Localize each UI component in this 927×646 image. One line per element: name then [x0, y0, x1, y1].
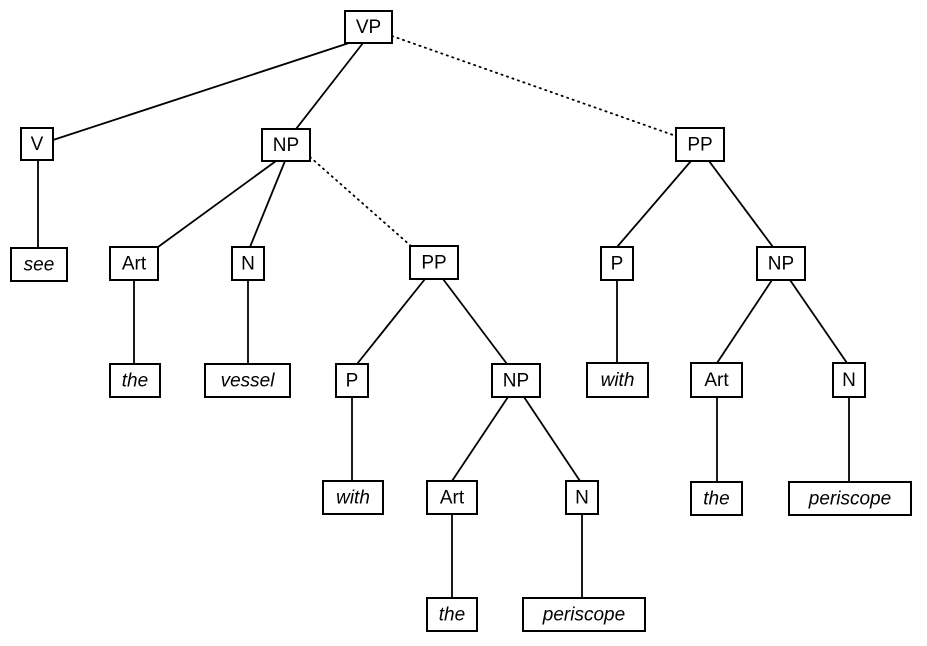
- node-box-see: [10, 247, 68, 282]
- node-box-np1: [261, 128, 311, 162]
- node-box-peri_right: [788, 481, 912, 516]
- tree-node-n_mid[interactable]: N: [565, 480, 599, 515]
- tree-edge-vp-to-np1: [295, 42, 364, 130]
- tree-edge-pp_mid-to-np_mid: [442, 278, 508, 365]
- node-box-peri_mid: [522, 597, 646, 632]
- tree-node-art1[interactable]: Art: [109, 246, 159, 281]
- node-label-n_mid: N: [575, 488, 589, 509]
- node-label-art1: Art: [122, 254, 147, 275]
- node-label-with_mid: with: [336, 488, 370, 509]
- node-box-np_right: [756, 246, 806, 281]
- node-label-np_right: NP: [768, 254, 794, 275]
- tree-edge-vp-to-pp_right: [391, 35, 677, 137]
- edge-layer: [37, 35, 850, 598]
- node-label-see: see: [24, 255, 55, 276]
- tree-node-the1[interactable]: the: [109, 363, 161, 398]
- tree-node-art_right[interactable]: Art: [690, 362, 743, 398]
- node-box-vp: [344, 10, 393, 44]
- node-label-with_right: with: [601, 370, 635, 391]
- tree-edge-pp_right-to-p_right: [616, 160, 692, 248]
- tree-node-the_right[interactable]: the: [690, 481, 743, 516]
- node-label-art_right: Art: [704, 370, 729, 391]
- tree-node-n1[interactable]: N: [231, 246, 265, 281]
- node-box-n1: [231, 246, 265, 281]
- tree-node-v[interactable]: V: [20, 127, 54, 161]
- node-label-n1: N: [241, 254, 255, 275]
- node-box-the1: [109, 363, 161, 398]
- tree-edge-np_mid-to-art_mid: [451, 396, 509, 482]
- tree-edge-vp-to-v: [52, 42, 350, 141]
- node-label-the1: the: [122, 371, 148, 392]
- node-label-np_mid: NP: [503, 371, 529, 392]
- node-box-p_mid: [335, 363, 369, 398]
- node-box-the_mid: [426, 597, 478, 632]
- node-box-np_mid: [491, 363, 541, 398]
- node-layer: VPVseeNPArttheNvesselPPPwithNPArttheNper…: [10, 10, 912, 632]
- node-box-vessel: [204, 363, 291, 398]
- tree-node-peri_right[interactable]: periscope: [788, 481, 912, 516]
- tree-node-np_mid[interactable]: NP: [491, 363, 541, 398]
- tree-edge-pp_right-to-np_right: [708, 160, 774, 248]
- node-label-v: V: [31, 134, 44, 155]
- node-label-peri_right: periscope: [808, 489, 891, 510]
- tree-edge-np_right-to-n_right: [789, 279, 848, 364]
- tree-edge-np1-to-art1: [157, 160, 277, 248]
- tree-node-pp_right[interactable]: PP: [675, 127, 725, 162]
- node-box-the_right: [690, 481, 743, 516]
- node-label-np1: NP: [273, 135, 299, 156]
- tree-node-see[interactable]: see: [10, 247, 68, 282]
- tree-node-with_right[interactable]: with: [586, 362, 649, 398]
- tree-node-pp_mid[interactable]: PP: [409, 245, 459, 280]
- node-label-vp: VP: [356, 17, 381, 38]
- tree-edge-np_mid-to-n_mid: [523, 396, 581, 482]
- node-label-p_mid: P: [346, 371, 359, 392]
- tree-node-n_right[interactable]: N: [832, 362, 866, 398]
- node-label-art_mid: Art: [440, 488, 465, 509]
- tree-node-with_mid[interactable]: with: [322, 480, 384, 515]
- tree-node-p_mid[interactable]: P: [335, 363, 369, 398]
- tree-node-peri_mid[interactable]: periscope: [522, 597, 646, 632]
- node-label-the_right: the: [703, 489, 729, 510]
- node-label-vessel: vessel: [221, 371, 276, 392]
- node-label-pp_right: PP: [687, 135, 712, 156]
- tree-edge-np1-to-pp_mid: [309, 156, 412, 247]
- tree-node-art_mid[interactable]: Art: [426, 480, 478, 515]
- node-box-n_mid: [565, 480, 599, 515]
- tree-edge-pp_mid-to-p_mid: [356, 278, 426, 365]
- tree-node-np1[interactable]: NP: [261, 128, 311, 162]
- tree-node-p_right[interactable]: P: [600, 246, 634, 281]
- node-box-p_right: [600, 246, 634, 281]
- node-box-art1: [109, 246, 159, 281]
- tree-node-vp[interactable]: VP: [344, 10, 393, 44]
- node-label-n_right: N: [842, 370, 856, 391]
- node-box-pp_right: [675, 127, 725, 162]
- node-box-pp_mid: [409, 245, 459, 280]
- tree-node-the_mid[interactable]: the: [426, 597, 478, 632]
- tree-node-vessel[interactable]: vessel: [204, 363, 291, 398]
- node-box-art_mid: [426, 480, 478, 515]
- tree-node-np_right[interactable]: NP: [756, 246, 806, 281]
- node-label-the_mid: the: [439, 605, 465, 626]
- tree-edge-np_right-to-art_right: [716, 279, 773, 364]
- node-box-art_right: [690, 362, 743, 398]
- tree-edge-np1-to-n1: [249, 160, 286, 248]
- node-label-peri_mid: periscope: [542, 605, 625, 626]
- node-label-pp_mid: PP: [421, 253, 446, 274]
- node-box-n_right: [832, 362, 866, 398]
- node-label-p_right: P: [611, 254, 624, 275]
- node-box-v: [20, 127, 54, 161]
- node-box-with_mid: [322, 480, 384, 515]
- node-box-with_right: [586, 362, 649, 398]
